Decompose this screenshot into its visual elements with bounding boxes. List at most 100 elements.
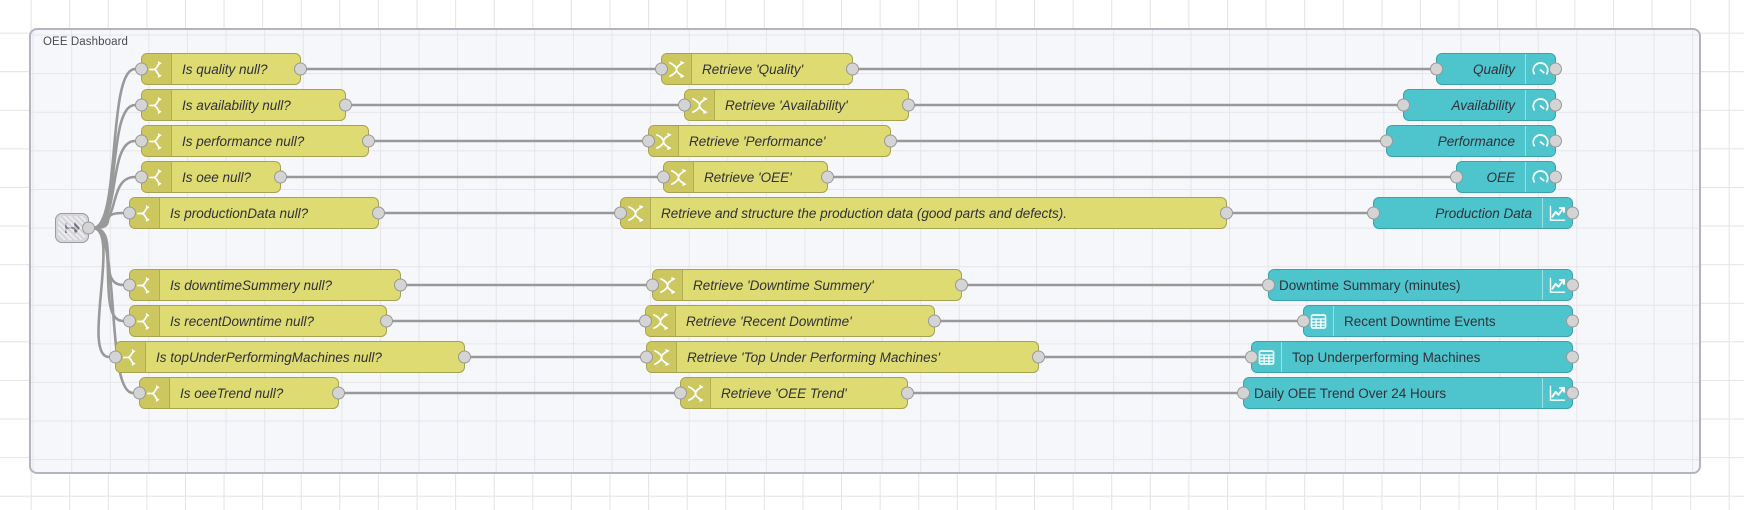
switch-node[interactable]: Is topUnderPerformingMachines null? <box>109 341 471 373</box>
input-port[interactable] <box>135 134 148 148</box>
input-port[interactable] <box>1237 386 1250 400</box>
change-node[interactable]: Retrieve 'Top Under Performing Machines' <box>640 341 1045 373</box>
dashboard-node[interactable]: Production Data <box>1367 197 1579 229</box>
change-node[interactable]: Retrieve 'Recent Downtime' <box>639 305 941 337</box>
input-port[interactable] <box>1245 350 1258 364</box>
node-label: Daily OEE Trend Over 24 Hours <box>1254 385 1447 401</box>
output-port[interactable] <box>458 350 471 364</box>
change-node[interactable]: Retrieve 'Performance' <box>642 125 897 157</box>
dashboard-node[interactable]: OEE <box>1450 161 1562 193</box>
output-port[interactable] <box>901 386 914 400</box>
output-port[interactable] <box>1220 206 1233 220</box>
switch-node[interactable]: Is availability null? <box>135 89 352 121</box>
switch-icon <box>148 168 162 186</box>
input-port[interactable] <box>646 278 659 292</box>
change-node[interactable]: Retrieve 'Availability' <box>678 89 915 121</box>
switch-node[interactable]: Is recentDowntime null? <box>123 305 393 337</box>
change-node[interactable]: Retrieve 'Downtime Summery' <box>646 269 968 301</box>
input-port[interactable] <box>135 98 148 112</box>
output-port[interactable] <box>380 314 393 328</box>
inject-source-node[interactable] <box>55 213 95 243</box>
output-port[interactable] <box>362 134 375 148</box>
dashboard-node[interactable]: Performance <box>1380 125 1562 157</box>
input-port[interactable] <box>123 278 136 292</box>
switch-icon <box>136 276 150 294</box>
output-port[interactable] <box>294 62 307 76</box>
output-port[interactable] <box>1549 134 1562 148</box>
change-icon <box>668 60 685 78</box>
output-port[interactable] <box>332 386 345 400</box>
change-icon <box>627 204 644 222</box>
node-label: Is productionData null? <box>170 205 309 221</box>
output-port[interactable] <box>1549 98 1562 112</box>
switch-node[interactable]: Is oeeTrend null? <box>133 377 345 409</box>
input-port[interactable] <box>639 314 652 328</box>
output-port[interactable] <box>1032 350 1045 364</box>
input-port[interactable] <box>109 350 122 364</box>
dashboard-node[interactable]: Recent Downtime Events <box>1297 305 1579 337</box>
input-port[interactable] <box>133 386 146 400</box>
output-port[interactable] <box>928 314 941 328</box>
input-port[interactable] <box>1367 206 1380 220</box>
input-port[interactable] <box>614 206 627 220</box>
input-port[interactable] <box>640 350 653 364</box>
output-port[interactable] <box>1549 62 1562 76</box>
input-port[interactable] <box>135 62 148 76</box>
input-port[interactable] <box>1380 134 1393 148</box>
output-port[interactable] <box>394 278 407 292</box>
dashboard-node[interactable]: Quality <box>1430 53 1562 85</box>
output-port[interactable] <box>1566 278 1579 292</box>
change-icon <box>652 312 669 330</box>
output-port[interactable] <box>1566 386 1579 400</box>
input-port[interactable] <box>1397 98 1410 112</box>
table-icon <box>1258 349 1275 365</box>
input-port[interactable] <box>135 170 148 184</box>
change-node[interactable]: Retrieve 'OEE' <box>657 161 834 193</box>
change-node[interactable]: Retrieve 'OEE Trend' <box>674 377 914 409</box>
input-port[interactable] <box>1297 314 1310 328</box>
switch-node[interactable]: Is performance null? <box>135 125 375 157</box>
switch-node[interactable]: Is quality null? <box>135 53 307 85</box>
output-port[interactable] <box>1566 350 1579 364</box>
switch-node[interactable]: Is downtimeSummery null? <box>123 269 407 301</box>
switch-icon <box>146 384 160 402</box>
dashboard-node[interactable]: Downtime Summary (minutes) <box>1262 269 1579 301</box>
switch-node[interactable]: Is productionData null? <box>123 197 385 229</box>
output-port[interactable] <box>902 98 915 112</box>
input-port[interactable] <box>678 98 691 112</box>
input-port[interactable] <box>1430 62 1443 76</box>
input-port[interactable] <box>123 314 136 328</box>
switch-node[interactable]: Is oee null? <box>135 161 287 193</box>
input-port[interactable] <box>1262 278 1275 292</box>
output-port[interactable] <box>339 98 352 112</box>
change-node[interactable]: Retrieve and structure the production da… <box>614 197 1233 229</box>
output-port[interactable] <box>1549 170 1562 184</box>
output-port[interactable] <box>1566 314 1579 328</box>
dashboard-node[interactable]: Daily OEE Trend Over 24 Hours <box>1237 377 1579 409</box>
input-port[interactable] <box>657 170 670 184</box>
input-port[interactable] <box>1450 170 1463 184</box>
output-port[interactable] <box>274 170 287 184</box>
output-port[interactable] <box>1566 206 1579 220</box>
gauge-icon <box>1532 133 1549 147</box>
change-node[interactable]: Retrieve 'Quality' <box>655 53 859 85</box>
input-port[interactable] <box>123 206 136 220</box>
chart-icon <box>1549 277 1566 293</box>
input-port[interactable] <box>642 134 655 148</box>
input-port[interactable] <box>655 62 668 76</box>
change-icon <box>653 348 670 366</box>
dashboard-node[interactable]: Top Underperforming Machines <box>1245 341 1579 373</box>
input-port[interactable] <box>674 386 687 400</box>
source-output-port[interactable] <box>82 221 95 235</box>
gauge-icon <box>1532 169 1549 183</box>
dashboard-node[interactable]: Availability <box>1397 89 1562 121</box>
change-icon <box>687 384 704 402</box>
output-port[interactable] <box>955 278 968 292</box>
output-port[interactable] <box>846 62 859 76</box>
output-port[interactable] <box>372 206 385 220</box>
group-label: OEE Dashboard <box>43 36 129 48</box>
output-port[interactable] <box>821 170 834 184</box>
node-label: OEE <box>1486 169 1515 185</box>
output-port[interactable] <box>884 134 897 148</box>
